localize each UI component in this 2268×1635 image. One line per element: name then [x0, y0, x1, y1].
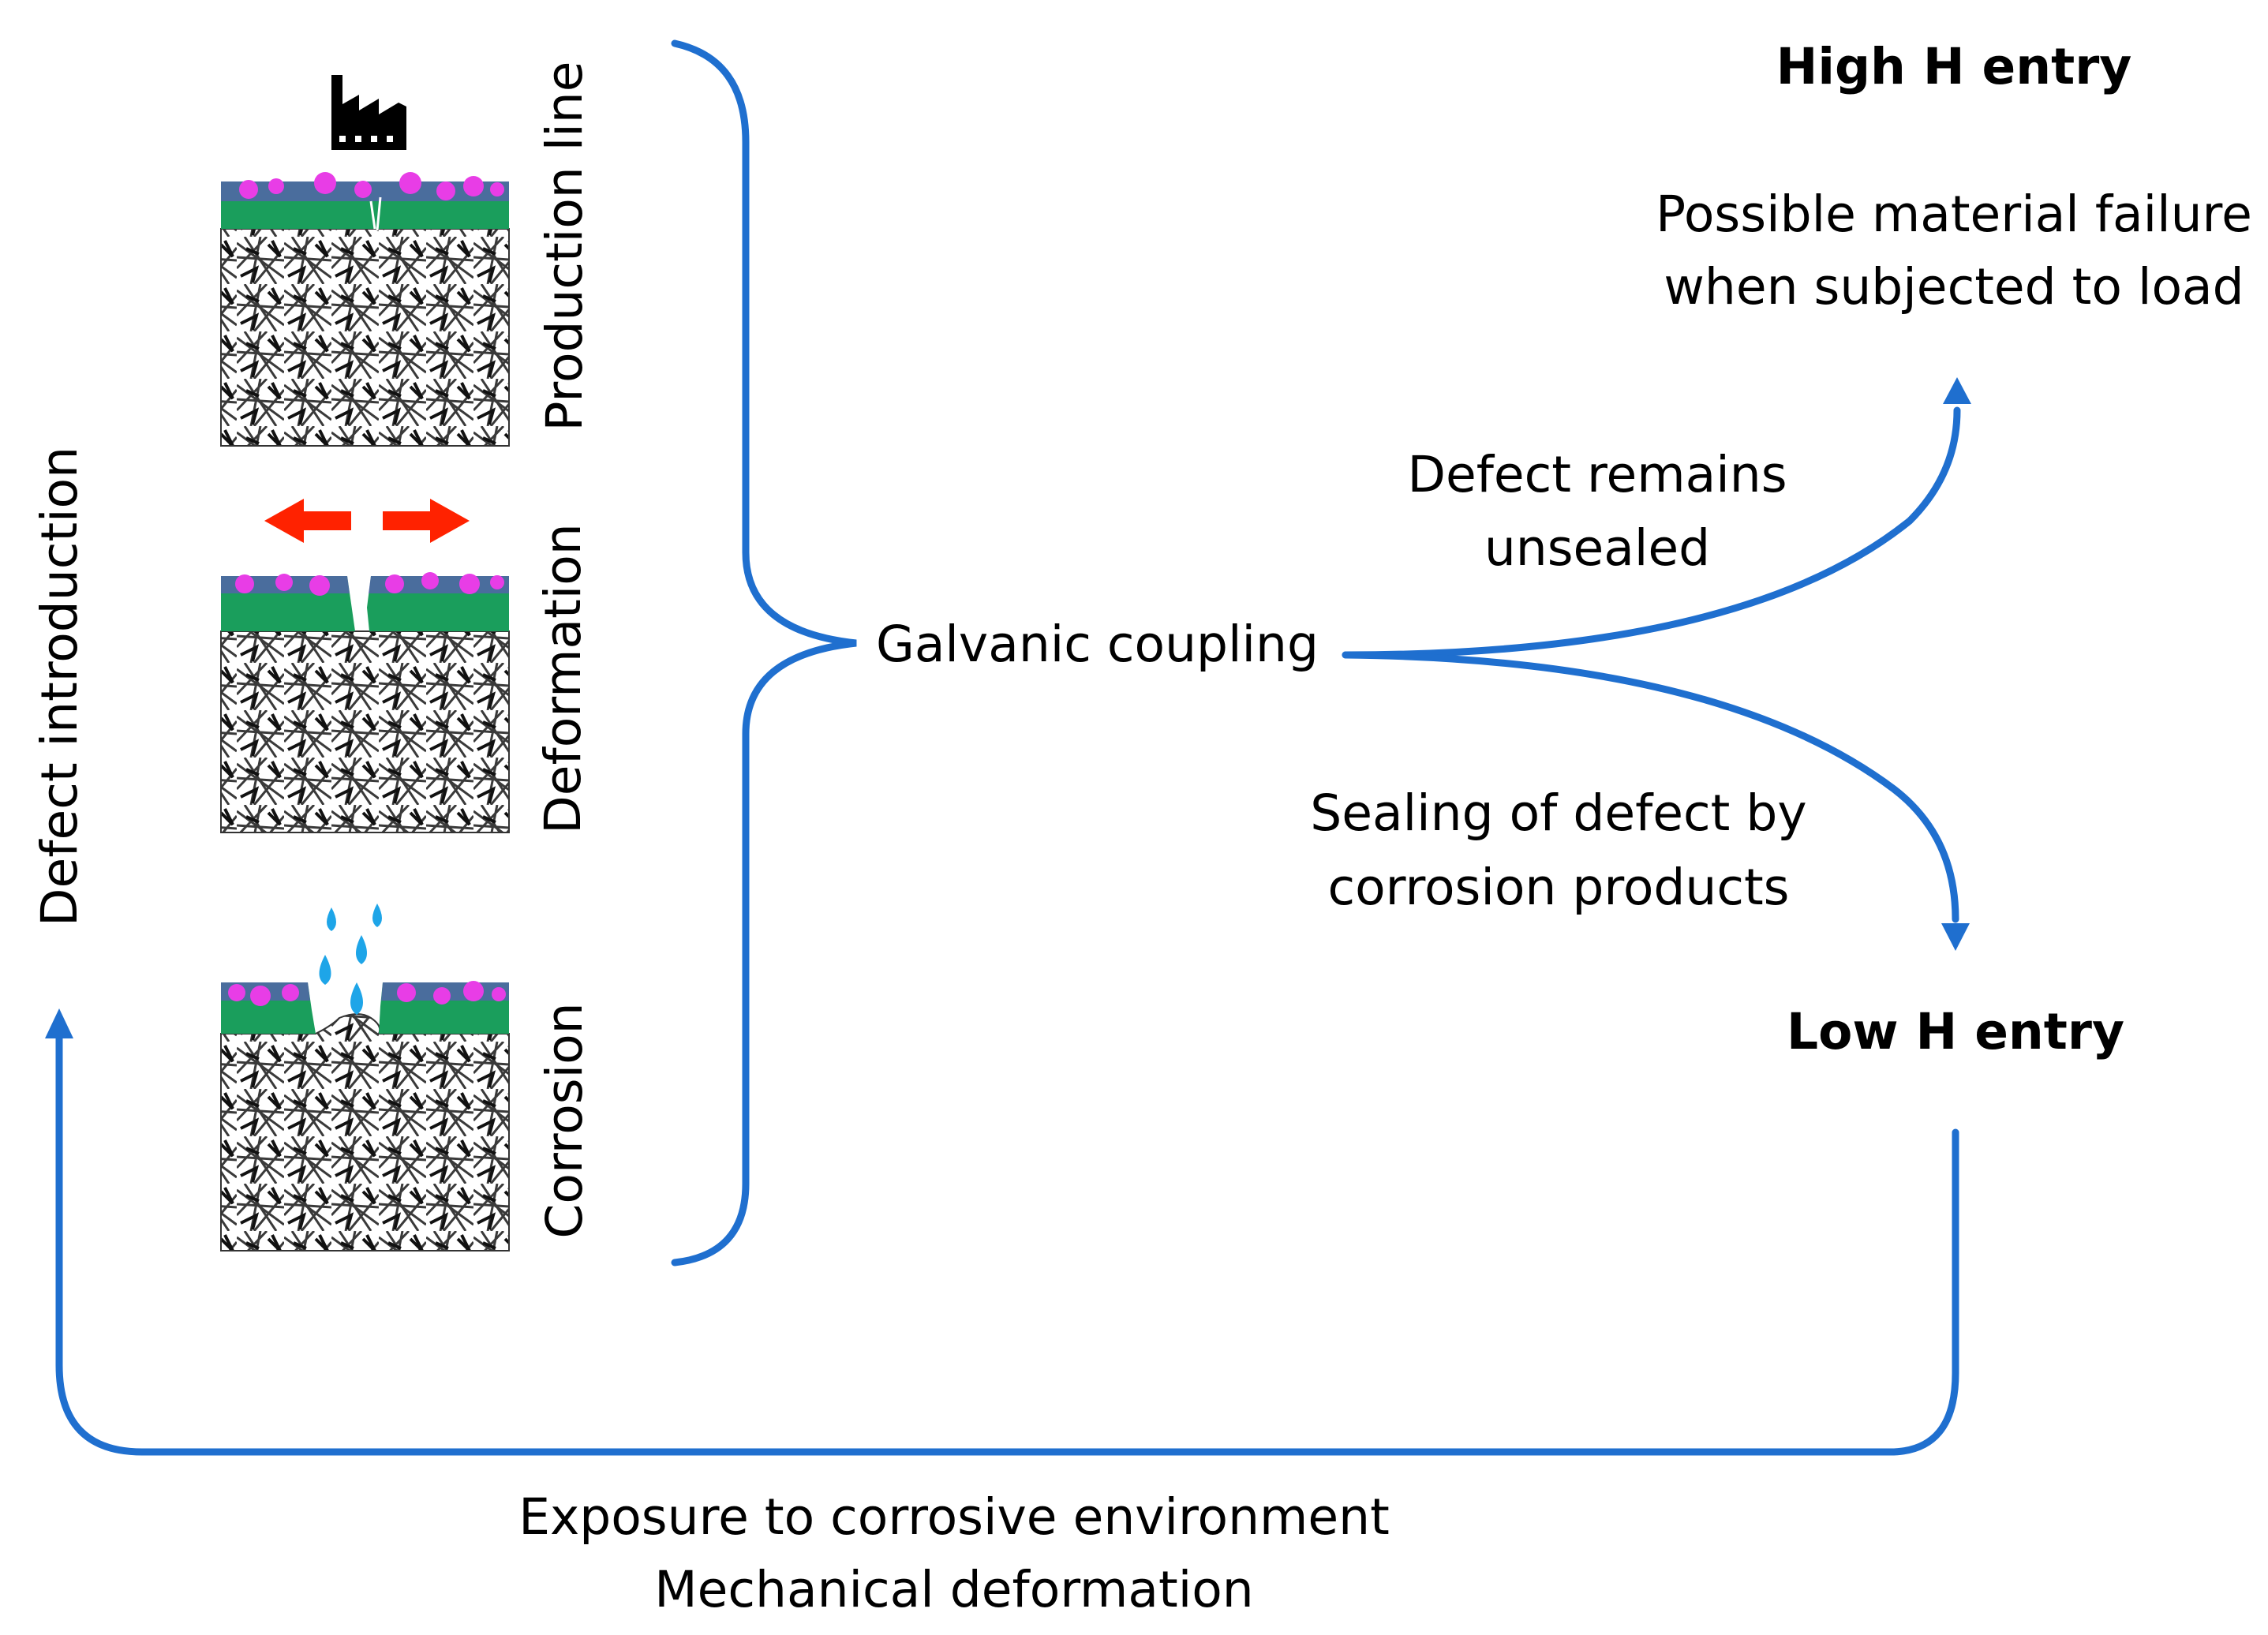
sample-corrosion — [220, 981, 510, 1252]
microstructure-image — [220, 630, 510, 833]
label-production-line: Production line — [536, 62, 593, 432]
arrowhead-up-high — [1943, 377, 1971, 404]
label-exposure-1: Exposure to corrosive environment — [518, 1488, 1390, 1546]
factory-icon — [331, 75, 406, 150]
branch-upper — [1342, 406, 1961, 659]
label-low-h-entry: Low H entry — [1787, 1003, 2124, 1061]
sample-deformation — [220, 572, 510, 833]
feedback-loop — [55, 1034, 1959, 1456]
microstructure-image — [220, 1013, 510, 1252]
label-sealing-1: Sealing of defect by — [1310, 784, 1806, 842]
label-defect-introduction: Defect introduction — [31, 447, 88, 926]
branch-lower — [1342, 651, 1959, 923]
curly-brace — [671, 39, 857, 1266]
label-exposure-2: Mechanical deformation — [654, 1561, 1253, 1618]
zinc-particles — [239, 172, 504, 200]
label-possible-failure-2: when subjected to load — [1664, 258, 2244, 316]
microstructure-image — [220, 228, 510, 447]
label-deformation: Deformation — [534, 523, 592, 833]
water-droplets-icon — [319, 904, 382, 1015]
label-galvanic-coupling: Galvanic coupling — [876, 615, 1319, 673]
label-possible-failure-1: Possible material failure — [1656, 185, 2252, 243]
label-high-h-entry: High H entry — [1776, 38, 2132, 95]
sample-production-line — [220, 172, 510, 447]
connectors — [55, 39, 1961, 1456]
label-defect-unsealed-2: unsealed — [1484, 519, 1710, 577]
zinc-particles — [235, 572, 504, 596]
label-sealing-2: corrosion products — [1328, 859, 1790, 916]
label-corrosion: Corrosion — [536, 1002, 593, 1238]
label-defect-unsealed-1: Defect remains — [1407, 446, 1787, 503]
arrowhead-up-left — [45, 1008, 73, 1038]
double-arrow-icon — [264, 499, 470, 543]
arrowhead-down-low — [1941, 923, 1970, 951]
zinc-particles — [228, 981, 506, 1006]
arrowheads — [45, 377, 1971, 1038]
